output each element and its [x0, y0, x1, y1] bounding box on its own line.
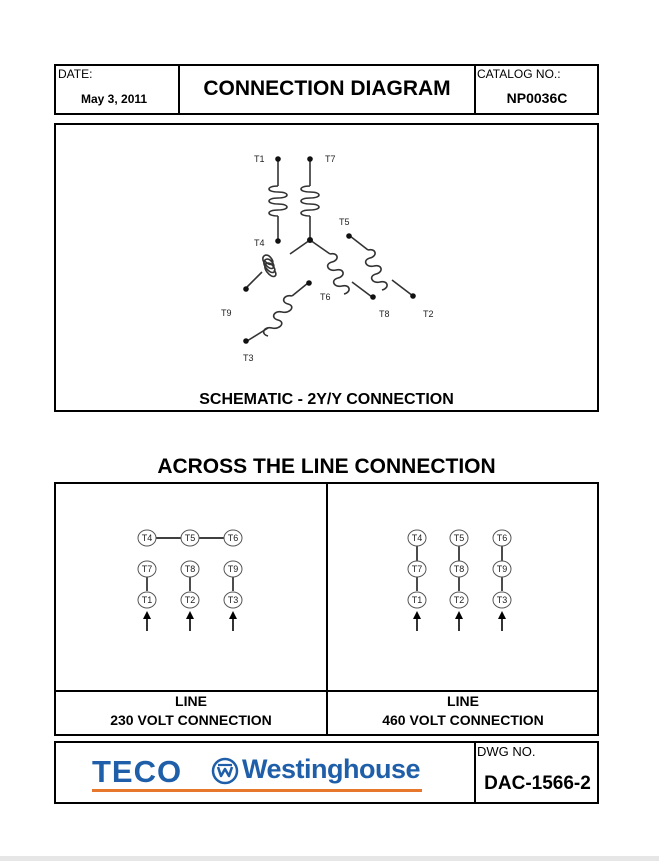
coil-center-t9: [262, 254, 277, 278]
p230-t9: T9: [228, 564, 239, 574]
label-t1: T1: [254, 154, 265, 164]
schematic-box: [54, 123, 599, 412]
coil-center-t8: [326, 252, 350, 295]
dot-t2: [410, 293, 416, 299]
dot-center: [307, 237, 313, 243]
p460-t3: T3: [497, 595, 508, 605]
westinghouse-w-icon: [211, 757, 239, 785]
p230-t6: T6: [228, 533, 239, 543]
p230-t3: T3: [228, 595, 239, 605]
dot-t3: [243, 338, 249, 344]
p460-t4: T4: [412, 533, 423, 543]
panel-230-diagram: T4 T5 T6 T7 T8 T9 T1 T2 T3: [137, 529, 243, 631]
p230-t8: T8: [185, 564, 196, 574]
p460-t2: T2: [454, 595, 465, 605]
page-bottom-strip: [0, 856, 659, 861]
footer-box: [54, 741, 599, 804]
label-t6: T6: [320, 292, 331, 302]
p460-t9: T9: [497, 564, 508, 574]
p230-t5: T5: [185, 533, 196, 543]
dot-t5: [346, 233, 352, 239]
schematic-caption: SCHEMATIC - 2Y/Y CONNECTION: [199, 391, 454, 408]
logo-teco: TECO: [92, 754, 183, 789]
p460-t5: T5: [454, 533, 465, 543]
label-t7: T7: [325, 154, 336, 164]
dwg-label: DWG NO.: [477, 744, 536, 759]
catalog-value: NP0036C: [506, 90, 568, 106]
panel-230-caption: 230 VOLT CONNECTION: [110, 712, 272, 728]
coil-t1-t4: [268, 185, 288, 217]
coil-t7: [300, 185, 320, 217]
dot-t1: [275, 156, 281, 162]
label-t3: T3: [243, 353, 254, 363]
p460-t8: T8: [454, 564, 465, 574]
logo: TECO Westinghouse: [92, 754, 422, 794]
logo-westinghouse: Westinghouse: [242, 754, 421, 784]
date-value: May 3, 2011: [81, 92, 148, 106]
dot-t6: [306, 280, 312, 286]
date-label: DATE:: [58, 67, 93, 81]
p230-t1: T1: [142, 595, 153, 605]
label-t8: T8: [379, 309, 390, 319]
p230-t7: T7: [142, 564, 153, 574]
page-title: CONNECTION DIAGRAM: [203, 77, 451, 100]
label-t4: T4: [254, 238, 265, 248]
p460-t7: T7: [412, 564, 423, 574]
panel-230-line-label: LINE: [175, 693, 207, 709]
logo-underline: [92, 789, 422, 792]
panel-460-caption: 460 VOLT CONNECTION: [382, 712, 544, 728]
header-box: [54, 64, 599, 115]
catalog-label: CATALOG NO.:: [477, 67, 561, 81]
dot-t4: [275, 238, 281, 244]
section-title: ACROSS THE LINE CONNECTION: [157, 455, 496, 478]
header-divider-right: [474, 64, 476, 115]
label-t9: T9: [221, 308, 232, 318]
dot-t9: [243, 286, 249, 292]
dot-t8: [370, 294, 376, 300]
coil-t5-t2: [364, 248, 388, 291]
dwg-value: DAC-1566-2: [484, 773, 591, 794]
dot-t7: [307, 156, 313, 162]
p460-t6: T6: [497, 533, 508, 543]
panel-460-line-label: LINE: [447, 693, 479, 709]
header-divider-left: [178, 64, 180, 115]
label-t2: T2: [423, 309, 434, 319]
p230-t2: T2: [185, 595, 196, 605]
panels-caption-line: [54, 690, 599, 692]
label-t5: T5: [339, 217, 350, 227]
p230-t4: T4: [142, 533, 153, 543]
footer-divider: [474, 741, 476, 804]
panel-460-diagram: T4 T5 T6 T7 T8 T9 T1 T2 T3: [407, 529, 512, 631]
panels-divider: [326, 482, 328, 736]
coil-t6-t3: [262, 294, 293, 337]
p460-t1: T1: [412, 595, 423, 605]
